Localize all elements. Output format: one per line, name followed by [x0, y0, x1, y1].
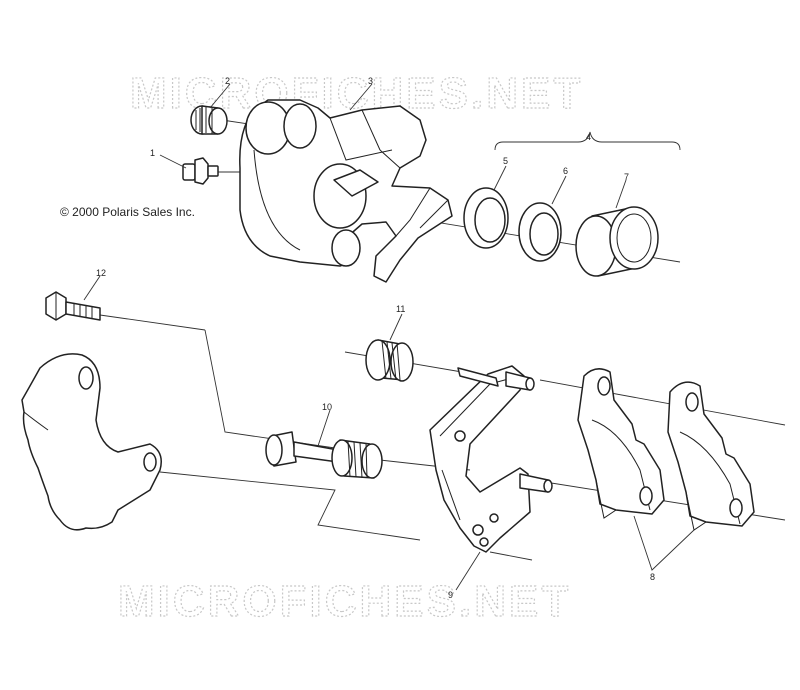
- callout-4: 4: [586, 132, 591, 142]
- callout-1: 1: [150, 148, 155, 158]
- callout-numbers: 1 2 3 4 5 6 7 8 9 10 11 12: [96, 76, 655, 600]
- callout-7: 7: [624, 172, 629, 182]
- callout-9: 9: [448, 590, 453, 600]
- part-3-caliper-body: [239, 99, 453, 283]
- callout-10: 10: [322, 402, 332, 412]
- part-1-bleed-screw: [182, 157, 219, 185]
- callout-3: 3: [368, 76, 373, 86]
- mounting-bracket: [21, 353, 162, 531]
- callout-11: 11: [396, 304, 405, 314]
- part-8-brake-pad-right: [667, 381, 755, 531]
- part-9-anchor-plate: [429, 365, 553, 553]
- part-5-seal-ring: [463, 187, 509, 249]
- callout-4-bracket: [494, 131, 681, 151]
- part-6-seal-ring: [518, 202, 562, 262]
- callout-6: 6: [563, 166, 568, 176]
- part-12-bolt: [45, 291, 101, 321]
- part-10-pin-sleeve: [265, 431, 383, 479]
- watermark-bottom: MICROFICHES.NET: [118, 577, 571, 626]
- part-7-piston: [575, 206, 659, 277]
- part-11-threaded-sleeve: [365, 339, 414, 382]
- part-2-plug: [190, 105, 228, 135]
- copyright-notice: © 2000 Polaris Sales Inc.: [60, 205, 195, 219]
- callout-8: 8: [650, 572, 655, 582]
- callout-12: 12: [96, 268, 106, 278]
- callout-5: 5: [503, 156, 508, 166]
- part-8-brake-pad-left: [577, 368, 665, 519]
- callout-2: 2: [225, 76, 230, 86]
- callout-leader-lines: [83, 83, 695, 591]
